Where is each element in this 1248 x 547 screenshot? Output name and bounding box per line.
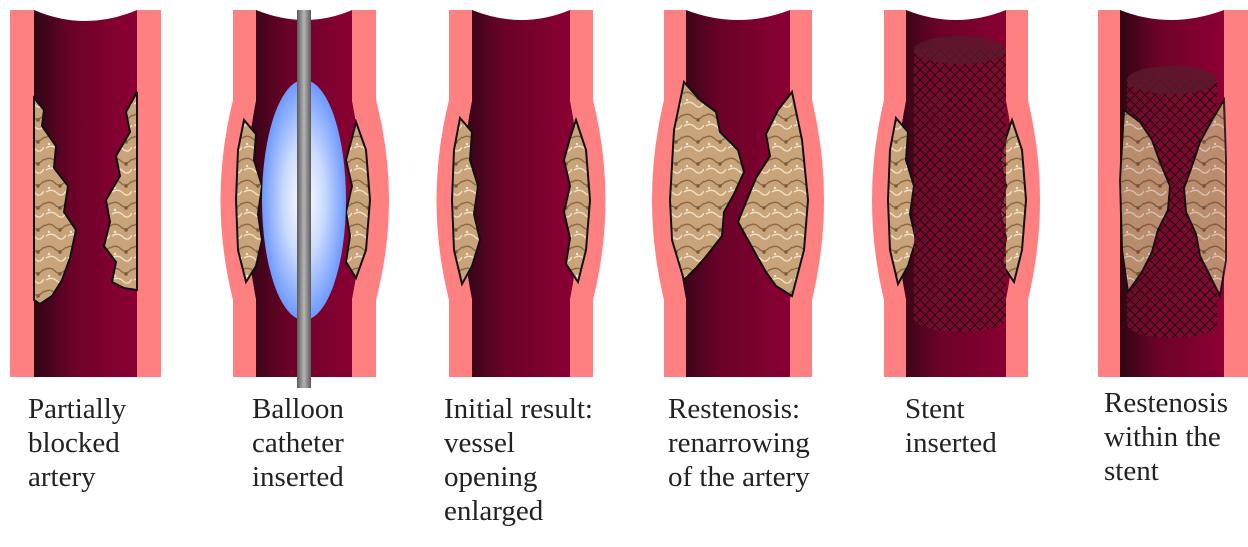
vessel-wall-left bbox=[10, 10, 34, 377]
caption-line: catheter bbox=[252, 426, 344, 460]
panel-stent-inserted bbox=[872, 10, 1040, 377]
panel-restenosis-within-stent bbox=[1098, 10, 1248, 377]
caption-line: of the artery bbox=[668, 460, 810, 494]
caption-initial-result: Initial result: vessel opening enlarged bbox=[444, 392, 593, 528]
caption-line: opening bbox=[444, 460, 593, 494]
caption-line: within the bbox=[1104, 420, 1228, 454]
caption-line: stent bbox=[1104, 454, 1228, 488]
stent-mesh bbox=[914, 36, 1006, 332]
caption-partially-blocked: Partially blocked artery bbox=[28, 392, 126, 494]
caption-line: Initial result: bbox=[444, 392, 593, 426]
vessel-wall-left bbox=[1098, 10, 1120, 377]
caption-line: blocked bbox=[28, 426, 126, 460]
caption-line: Balloon bbox=[252, 392, 344, 426]
panel-initial-result bbox=[437, 10, 606, 377]
caption-line: inserted bbox=[252, 460, 344, 494]
caption-restenosis: Restenosis: renarrowing of the artery bbox=[668, 392, 810, 494]
catheter-wire bbox=[297, 10, 311, 388]
caption-line: Stent bbox=[905, 392, 997, 426]
caption-line: artery bbox=[28, 460, 126, 494]
caption-line: Restenosis: bbox=[668, 392, 810, 426]
caption-line: enlarged bbox=[444, 494, 593, 528]
caption-stent-inserted: Stent inserted bbox=[905, 392, 997, 460]
vessel-wall-right bbox=[1224, 10, 1248, 377]
caption-line: Partially bbox=[28, 392, 126, 426]
caption-line: inserted bbox=[905, 426, 997, 460]
caption-line: vessel bbox=[444, 426, 593, 460]
caption-line: renarrowing bbox=[668, 426, 810, 460]
panel-balloon-catheter bbox=[221, 10, 390, 388]
panel-partially-blocked bbox=[10, 10, 161, 377]
vessel-wall-right bbox=[137, 10, 161, 377]
caption-line: Restenosis bbox=[1104, 386, 1228, 420]
panel-restenosis bbox=[652, 10, 824, 377]
caption-restenosis-within-stent: Restenosis within the stent bbox=[1104, 386, 1228, 488]
caption-balloon-catheter: Balloon catheter inserted bbox=[252, 392, 344, 494]
lumen bbox=[462, 10, 580, 377]
